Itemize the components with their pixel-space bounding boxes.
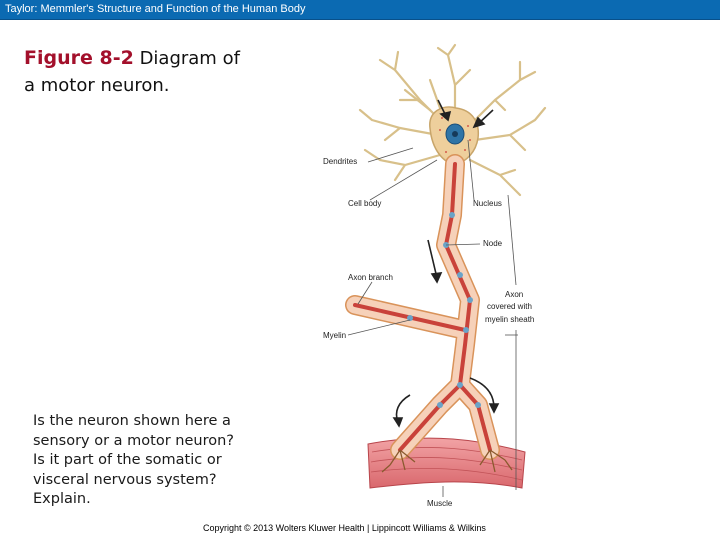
label-muscle: Muscle (427, 499, 453, 508)
question-line: sensory or a motor neuron? (33, 432, 235, 449)
question-line: visceral nervous system? (33, 471, 217, 488)
label-cell-body: Cell body (348, 199, 381, 208)
direction-arrows (392, 99, 500, 428)
figure-caption-part1: Diagram of (139, 48, 240, 69)
label-axon-line1: Axon (505, 290, 523, 299)
label-axon-line2: covered with (487, 302, 532, 311)
label-dendrites: Dendrites (323, 157, 357, 166)
figure-caption-part2: a motor neuron. (24, 75, 170, 96)
question-line: Is the neuron shown here a (33, 413, 231, 429)
label-nucleus: Nucleus (473, 199, 502, 208)
figure-number: Figure 8-2 (24, 47, 134, 69)
dendrites (358, 43, 547, 197)
axon-terminals (381, 449, 513, 473)
cell-body (429, 106, 480, 165)
copyright-footer: Copyright © 2013 Wolters Kluwer Health |… (203, 523, 486, 533)
label-axon-line3: myelin sheath (485, 315, 534, 324)
nodes-of-ranvier (407, 212, 481, 408)
label-axon-branch: Axon branch (348, 273, 393, 282)
label-myelin: Myelin (323, 331, 346, 340)
label-node: Node (483, 239, 503, 248)
figure-title: Figure 8-2 Diagram of a motor neuron. (24, 45, 314, 99)
question-line: Explain. (33, 491, 91, 507)
header-bar: Taylor: Memmler's Structure and Function… (0, 0, 720, 20)
question-text: Is the neuron shown here a sensory or a … (33, 412, 273, 510)
question-line: Is it part of the somatic or (33, 452, 222, 468)
header-title: Taylor: Memmler's Structure and Function… (5, 3, 306, 15)
